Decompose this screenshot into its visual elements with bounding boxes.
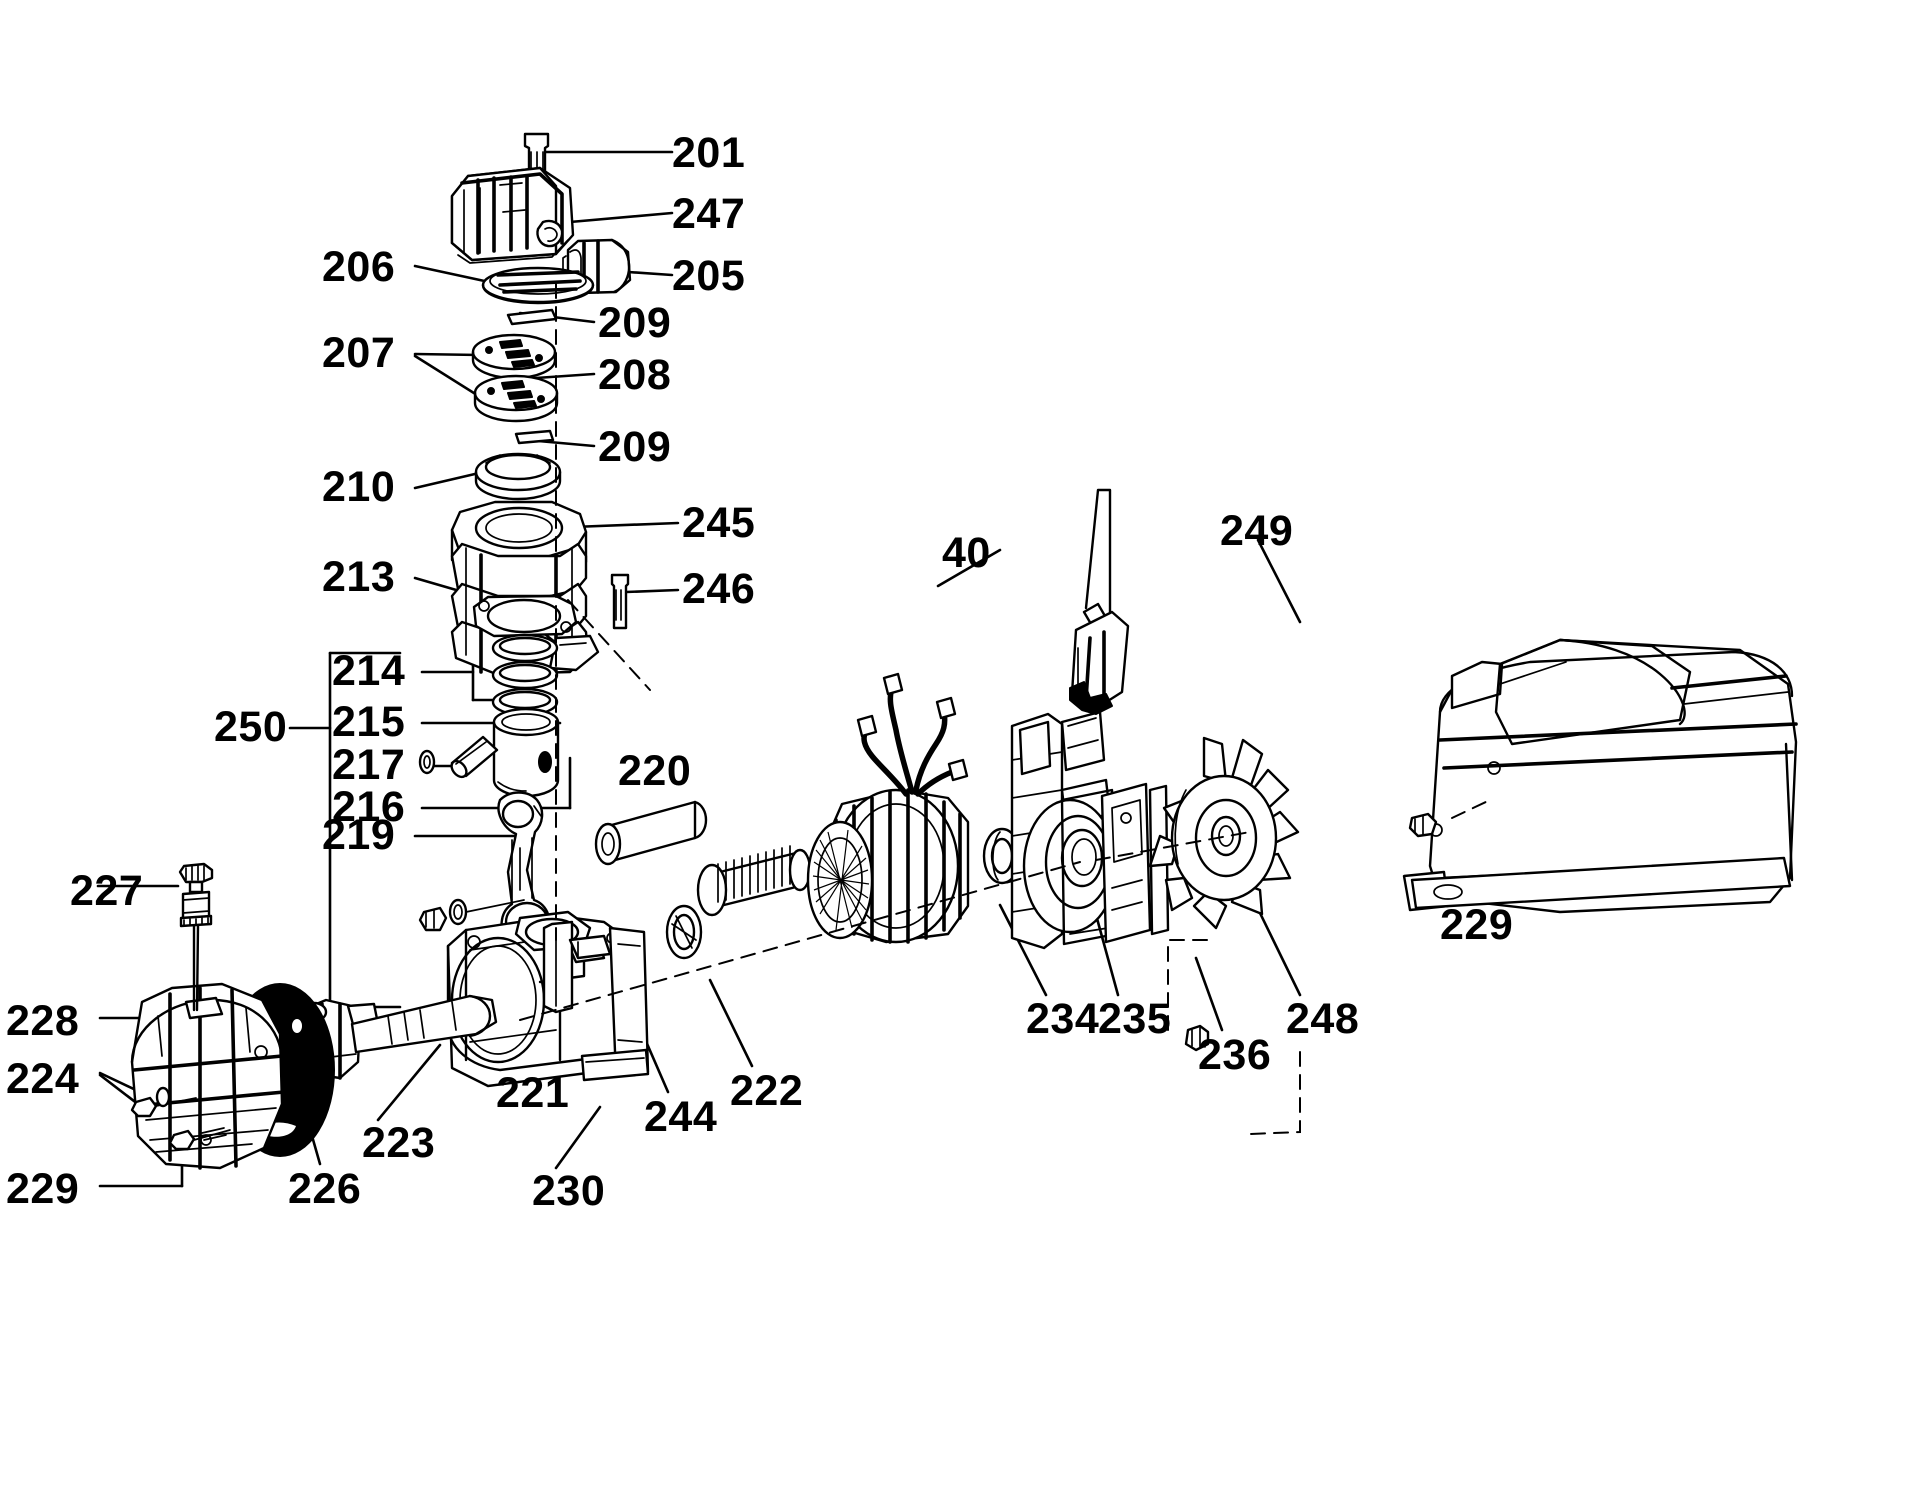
part-cylinder-gasket — [474, 452, 562, 501]
callout-229-left: 229 — [6, 1165, 80, 1213]
callout-220: 220 — [618, 747, 692, 795]
stator-wires — [856, 672, 969, 797]
callout-206: 206 — [322, 243, 396, 291]
callout-228: 228 — [6, 997, 80, 1045]
part-cylinder-bolt — [610, 573, 630, 630]
part-piston-pin — [450, 735, 499, 779]
callout-215: 215 — [332, 698, 406, 746]
part-piston-pin-clip — [418, 749, 436, 775]
part-rotor — [696, 845, 812, 917]
callout-250: 250 — [214, 703, 288, 751]
part-valve-plate-lower — [473, 374, 559, 423]
callout-244: 244 — [644, 1093, 718, 1141]
part-shroud-screw — [1408, 812, 1438, 838]
callout-249: 249 — [1220, 507, 1294, 555]
part-piston — [492, 707, 560, 798]
part-rotor-sleeve — [594, 800, 708, 866]
callout-229-right: 229 — [1440, 901, 1514, 949]
part-stator — [806, 672, 970, 944]
callout-224: 224 — [6, 1055, 80, 1103]
callout-245: 245 — [682, 499, 756, 547]
part-crankcase — [446, 910, 650, 1088]
callout-208: 208 — [598, 351, 672, 399]
part-motor-shroud — [1402, 638, 1798, 914]
part-end-bell — [1010, 710, 1170, 950]
callout-248: 248 — [1286, 995, 1360, 1043]
part-oil-fill-plug — [178, 862, 214, 1012]
part-small-fasteners — [418, 898, 525, 932]
callout-219: 219 — [322, 811, 396, 859]
callout-210: 210 — [322, 463, 396, 511]
callout-226: 226 — [288, 1165, 362, 1213]
part-valve-reed-upper — [506, 308, 558, 326]
assembly-axis — [519, 283, 1491, 1135]
callout-222: 222 — [730, 1067, 804, 1115]
part-cooling-fan — [1148, 736, 1300, 930]
part-cylinder-head — [450, 166, 575, 264]
callout-217: 217 — [332, 741, 406, 789]
part-crankshaft — [350, 994, 498, 1054]
part-cover-screws — [130, 1086, 231, 1151]
callout-230: 230 — [532, 1167, 606, 1215]
callout-209-upper: 209 — [598, 299, 672, 347]
callout-247: 247 — [672, 190, 746, 238]
callout-236: 236 — [1198, 1031, 1272, 1079]
part-crankcase-cover — [130, 982, 286, 1170]
callout-207: 207 — [322, 329, 396, 377]
callout-40: 40 — [942, 529, 991, 577]
part-valve-reed-lower — [514, 429, 555, 445]
part-head-gasket — [481, 266, 595, 305]
part-piston-rings — [491, 633, 559, 717]
callout-235: 235 — [1098, 995, 1172, 1043]
callout-216: 216 — [332, 783, 406, 831]
callout-205: 205 — [672, 252, 746, 300]
callout-201: 201 — [672, 129, 746, 177]
callout-214: 214 — [332, 647, 406, 695]
callout-227: 227 — [70, 867, 144, 915]
callout-221: 221 — [496, 1069, 570, 1117]
part-wire-connector — [1069, 488, 1130, 715]
callout-223: 223 — [362, 1119, 436, 1167]
callout-246: 246 — [682, 565, 756, 613]
part-base-gasket — [472, 594, 578, 638]
callout-209-lower: 209 — [598, 423, 672, 471]
part-bearing-small — [665, 904, 703, 960]
callout-213: 213 — [322, 553, 396, 601]
part-valve-plate-upper — [471, 333, 557, 380]
part-nut — [1184, 1024, 1210, 1052]
callout-234: 234 — [1026, 995, 1100, 1043]
